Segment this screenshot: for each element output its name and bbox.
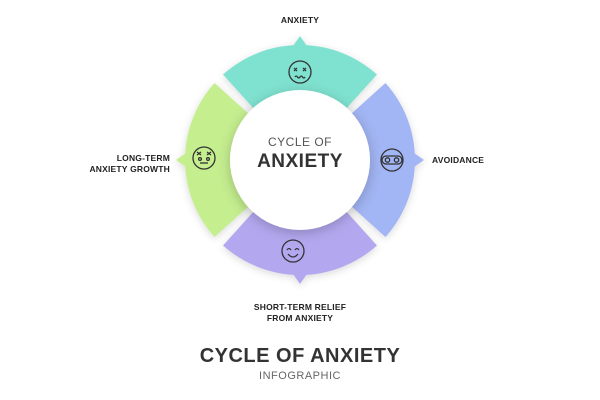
- happy-face-icon: [281, 239, 305, 263]
- footer-subtitle: INFOGRAPHIC: [259, 370, 341, 382]
- footer: CYCLE OF ANXIETY INFOGRAPHIC: [150, 345, 450, 382]
- segment-long-term-growth: [176, 83, 254, 237]
- center-title: CYCLE OF ANXIETY: [230, 135, 370, 173]
- footer-title: CYCLE OF ANXIETY: [199, 345, 401, 367]
- cycle-ring: [176, 36, 424, 284]
- center-circle: [230, 90, 370, 230]
- stage-label-right: AVOIDANCE: [432, 155, 485, 165]
- stage-label-bottom: SHORT-TERM RELIEF FROM ANXIETY: [253, 302, 347, 323]
- mask-face-icon: [380, 148, 404, 172]
- stage-label-left: LONG-TERM ANXIETY GROWTH: [89, 153, 170, 174]
- segment-anxiety: [223, 36, 377, 114]
- segment-short-term-relief: [223, 206, 377, 284]
- center-title-big: ANXIETY: [257, 151, 343, 172]
- worried-face-icon: [288, 60, 312, 84]
- stressed-face-icon: [192, 146, 216, 170]
- stage-label-top: ANXIETY: [280, 15, 320, 25]
- center-title-small: CYCLE OF: [267, 135, 332, 149]
